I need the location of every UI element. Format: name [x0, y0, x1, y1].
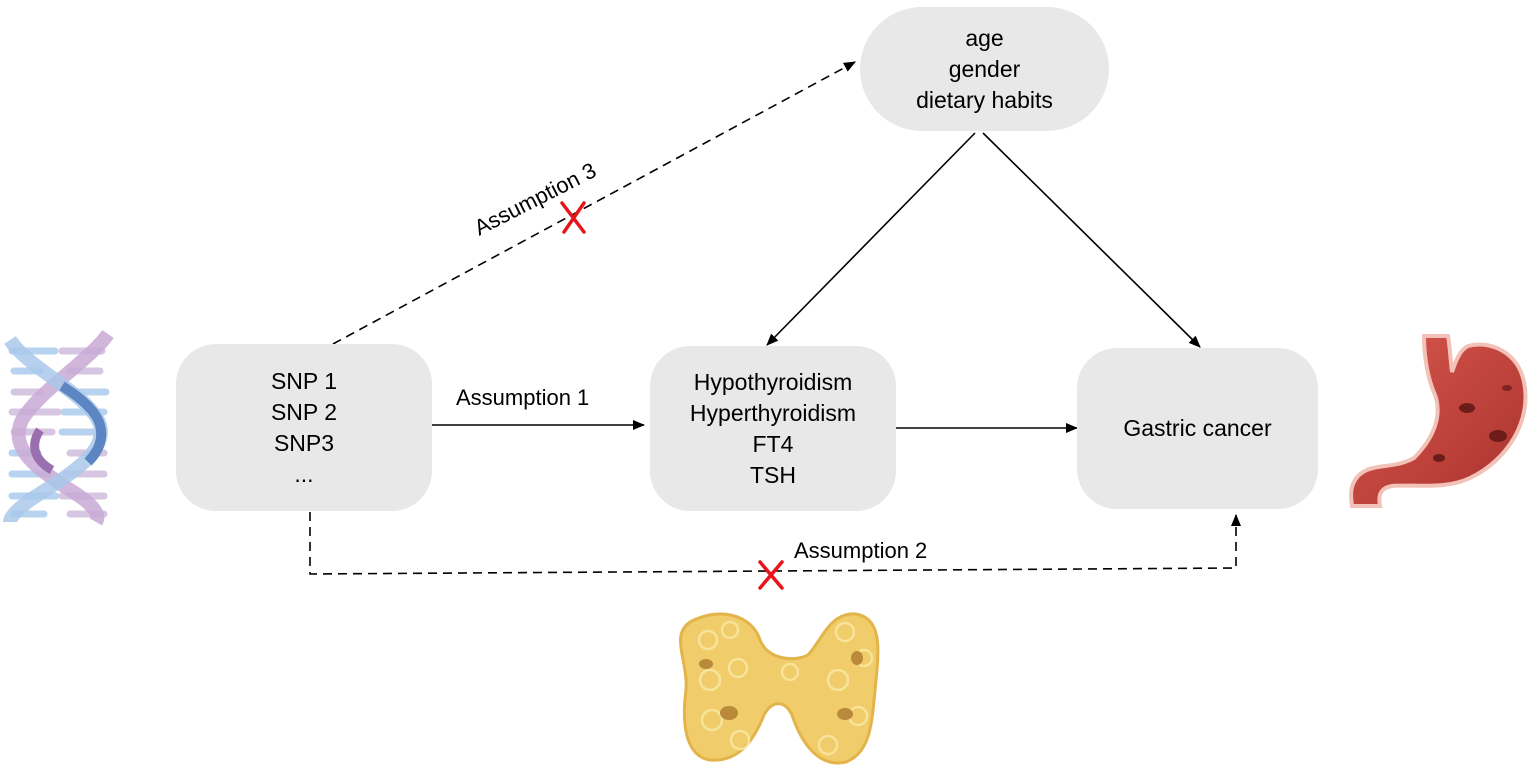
cross-mark-icon: [560, 201, 586, 234]
dashed-arrow-snp-to-outcome: [309, 512, 1241, 575]
stomach-icon: [1349, 334, 1528, 508]
confounders-node: age gender dietary habits: [860, 7, 1109, 131]
assumption-1-label: Assumption 1: [456, 385, 590, 410]
confounder-gender: gender: [948, 55, 1021, 82]
cross-mark-icon: [758, 560, 784, 590]
assumption-2-label: Assumption 2: [794, 538, 928, 563]
exposure-tsh: TSH: [750, 461, 796, 488]
instruments-node: SNP 1 SNP 2 SNP3 ...: [176, 344, 432, 511]
dashed-arrow-snp-to-confounder: [332, 61, 856, 345]
outcome-node: Gastric cancer: [1077, 348, 1318, 509]
snp-ellipsis: ...: [294, 460, 314, 487]
thyroid-icon: [679, 612, 880, 765]
arrow-confounder-to-exposure: [766, 132, 976, 346]
exposure-hypothyroidism: Hypothyroidism: [693, 368, 853, 395]
outcome-label: Gastric cancer: [1123, 415, 1272, 441]
dna-icon: [3, 329, 114, 526]
exposures-node: Hypothyroidism Hyperthyroidism FT4 TSH: [650, 346, 896, 511]
exposure-hyperthyroidism: Hyperthyroidism: [689, 399, 857, 426]
snp-3: SNP3: [273, 429, 335, 456]
confounder-dietary-habits: dietary habits: [916, 86, 1053, 113]
arrow-confounder-to-outcome: [982, 132, 1201, 348]
snp-2: SNP 2: [270, 398, 338, 425]
exposure-ft4: FT4: [752, 430, 794, 457]
confounder-age: age: [965, 24, 1004, 51]
snp-1: SNP 1: [270, 367, 338, 394]
